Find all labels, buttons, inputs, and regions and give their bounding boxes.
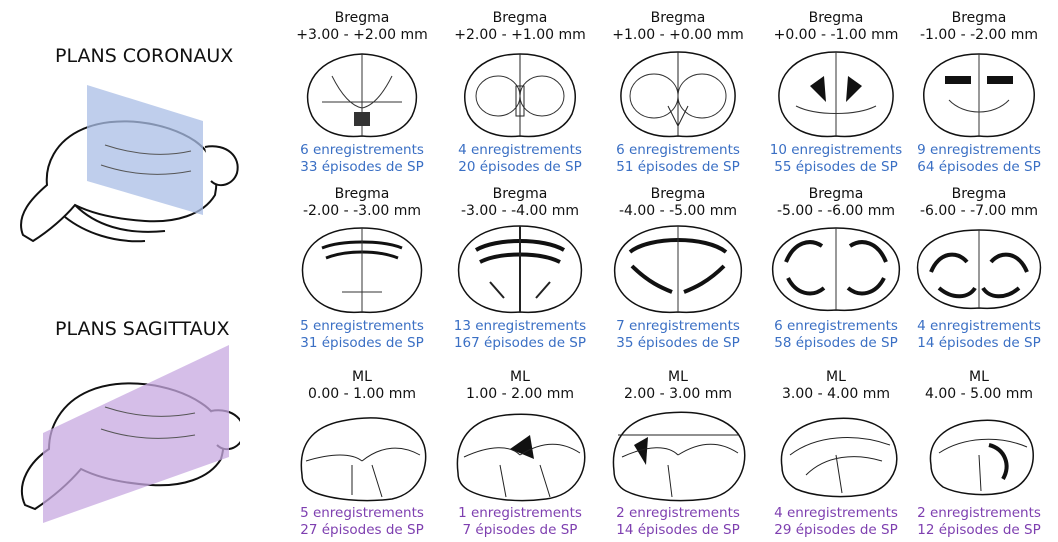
recordings-count: 4 enregistrements [757, 505, 915, 522]
episodes-count: 27 épisodes de SP [283, 522, 441, 539]
episodes-count: 7 épisodes de SP [441, 522, 599, 539]
coronal-section-drawing [608, 46, 748, 142]
slice-range: +1.00 - +0.00 mm [599, 27, 757, 44]
recordings-count: 2 enregistrements [599, 505, 757, 522]
slice-range: -4.00 - -5.00 mm [599, 203, 757, 220]
slice-label: Bregma [900, 10, 1058, 27]
episodes-count: 51 épisodes de SP [599, 159, 757, 176]
slice-label: Bregma [441, 186, 599, 203]
coronal-slice-9: Bregma -5.00 - -6.00 mm 6 enregistrement… [757, 186, 915, 352]
sagittal-section-drawing [292, 405, 432, 505]
recordings-count: 1 enregistrements [441, 505, 599, 522]
coronal-slice-7: Bregma -3.00 - -4.00 mm 13 enregistremen… [441, 186, 599, 352]
slice-label: Bregma [757, 10, 915, 27]
sagittal-section-drawing [450, 405, 590, 505]
slice-range: -3.00 - -4.00 mm [441, 203, 599, 220]
slice-label: ML [757, 369, 915, 386]
coronal-section-drawing [909, 222, 1049, 318]
episodes-count: 12 épisodes de SP [900, 522, 1058, 539]
episodes-count: 20 épisodes de SP [441, 159, 599, 176]
slice-label: ML [599, 369, 757, 386]
coronal-slice-6: Bregma -2.00 - -3.00 mm 5 enregistrement… [283, 186, 441, 352]
episodes-count: 33 épisodes de SP [283, 159, 441, 176]
coronal-slice-5: Bregma -1.00 - -2.00 mm 9 enregistrement… [900, 10, 1058, 176]
episodes-count: 55 épisodes de SP [757, 159, 915, 176]
slice-range: 0.00 - 1.00 mm [283, 386, 441, 403]
sagittal-slice-2: ML 1.00 - 2.00 mm 1 enregistrements 7 ép… [441, 369, 599, 539]
episodes-count: 14 épisodes de SP [900, 335, 1058, 352]
sagittal-slice-3: ML 2.00 - 3.00 mm 2 enregistrements 14 é… [599, 369, 757, 539]
coronal-section-drawing [292, 222, 432, 318]
slice-label: Bregma [599, 10, 757, 27]
episodes-count: 31 épisodes de SP [283, 335, 441, 352]
recordings-count: 4 enregistrements [441, 142, 599, 159]
recordings-count: 7 enregistrements [599, 318, 757, 335]
recordings-count: 2 enregistrements [900, 505, 1058, 522]
slice-range: -5.00 - -6.00 mm [757, 203, 915, 220]
coronal-slice-8: Bregma -4.00 - -5.00 mm 7 enregistrement… [599, 186, 757, 352]
slice-label: Bregma [283, 10, 441, 27]
recordings-count: 6 enregistrements [283, 142, 441, 159]
coronal-section-drawing [450, 46, 590, 142]
recordings-count: 4 enregistrements [900, 318, 1058, 335]
slice-range: 3.00 - 4.00 mm [757, 386, 915, 403]
episodes-count: 14 épisodes de SP [599, 522, 757, 539]
episodes-count: 29 épisodes de SP [757, 522, 915, 539]
episodes-count: 167 épisodes de SP [441, 335, 599, 352]
sagittal-slice-1: ML 0.00 - 1.00 mm 5 enregistrements 27 é… [283, 369, 441, 539]
episodes-count: 58 épisodes de SP [757, 335, 915, 352]
recordings-count: 5 enregistrements [283, 505, 441, 522]
sagittal-slice-4: ML 3.00 - 4.00 mm 4 enregistrements 29 é… [757, 369, 915, 539]
slice-range: -2.00 - -3.00 mm [283, 203, 441, 220]
coronal-section-drawing [450, 222, 590, 318]
coronal-slice-10: Bregma -6.00 - -7.00 mm 4 enregistrement… [900, 186, 1058, 352]
slice-range: +3.00 - +2.00 mm [283, 27, 441, 44]
coronal-slice-1: Bregma +3.00 - +2.00 mm 6 enregistrement… [283, 10, 441, 176]
coronal-slice-2: Bregma +2.00 - +1.00 mm 4 enregistrement… [441, 10, 599, 176]
coronal-section-drawing [292, 46, 432, 142]
recordings-count: 6 enregistrements [599, 142, 757, 159]
slice-label: Bregma [441, 10, 599, 27]
recordings-count: 10 enregistrements [757, 142, 915, 159]
recordings-count: 5 enregistrements [283, 318, 441, 335]
slice-range: 2.00 - 3.00 mm [599, 386, 757, 403]
slice-label: Bregma [900, 186, 1058, 203]
slice-label: Bregma [599, 186, 757, 203]
slice-range: -6.00 - -7.00 mm [900, 203, 1058, 220]
sagittal-section-drawing [909, 405, 1049, 505]
coronal-section-drawing [766, 46, 906, 142]
slice-label: ML [900, 369, 1058, 386]
sagittal-planes-title: PLANS SAGITTAUX [55, 318, 230, 340]
slice-range: +2.00 - +1.00 mm [441, 27, 599, 44]
coronal-section-drawing [909, 46, 1049, 142]
coronal-section-drawing [766, 222, 906, 318]
slice-range: 4.00 - 5.00 mm [900, 386, 1058, 403]
coronal-brain-schematic [5, 85, 240, 255]
sagittal-plane [43, 345, 229, 523]
slice-range: +0.00 - -1.00 mm [757, 27, 915, 44]
slice-label: ML [441, 369, 599, 386]
slice-label: Bregma [283, 186, 441, 203]
sagittal-section-drawing [766, 405, 906, 505]
episodes-count: 35 épisodes de SP [599, 335, 757, 352]
recordings-count: 9 enregistrements [900, 142, 1058, 159]
coronal-slice-3: Bregma +1.00 - +0.00 mm 6 enregistrement… [599, 10, 757, 176]
coronal-planes-title: PLANS CORONAUX [55, 45, 233, 67]
slice-label: Bregma [757, 186, 915, 203]
recordings-count: 13 enregistrements [441, 318, 599, 335]
coronal-slice-4: Bregma +0.00 - -1.00 mm 10 enregistremen… [757, 10, 915, 176]
slice-range: 1.00 - 2.00 mm [441, 386, 599, 403]
coronal-section-drawing [608, 222, 748, 318]
episodes-count: 64 épisodes de SP [900, 159, 1058, 176]
recordings-count: 6 enregistrements [757, 318, 915, 335]
sagittal-slice-5: ML 4.00 - 5.00 mm 2 enregistrements 12 é… [900, 369, 1058, 539]
sagittal-brain-schematic [5, 345, 240, 525]
slice-range: -1.00 - -2.00 mm [900, 27, 1058, 44]
sagittal-section-drawing [608, 405, 748, 505]
slice-label: ML [283, 369, 441, 386]
